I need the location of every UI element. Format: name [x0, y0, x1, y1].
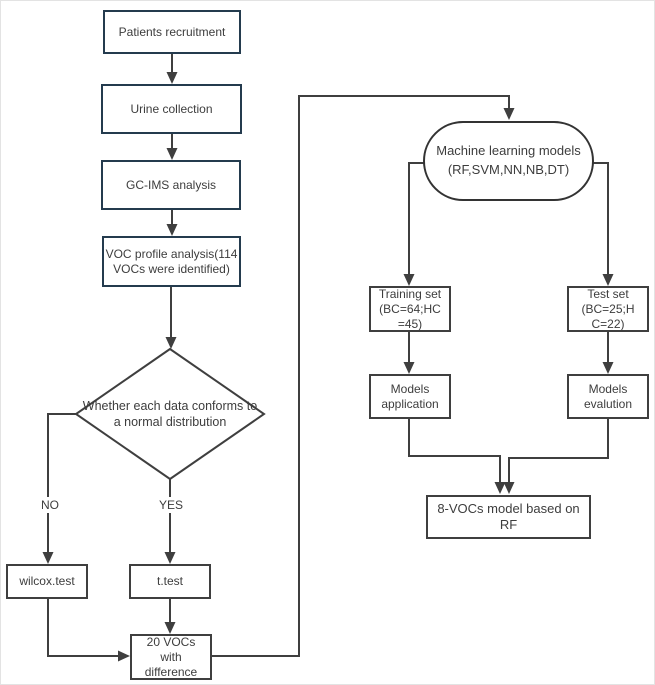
- node-voc-profile-analysis: VOC profile analysis(114 VOCs were ident…: [102, 236, 241, 287]
- edge-mlmodels-training: [408, 162, 425, 276]
- edge-wilcox-voc20: [47, 599, 120, 657]
- node-training-set: Training set (BC=64;HC =45): [369, 286, 451, 332]
- node-decision-label: Whether each data conforms to a normal d…: [82, 399, 258, 429]
- node-wilcox-test: wilcox.test: [6, 564, 88, 599]
- arrowheads: [42, 72, 614, 662]
- node-final-model: 8-VOCs model based on RF: [426, 495, 591, 539]
- edge-evalution-final: [508, 419, 609, 484]
- node-20-vocs-difference: 20 VOCs with difference: [130, 634, 212, 680]
- edge-application-final: [408, 419, 501, 484]
- edge-voc20-mlmodels: [212, 95, 510, 657]
- decision-diamond: [74, 347, 266, 481]
- edge-mlmodels-test: [592, 162, 609, 276]
- node-models-application: Models application: [369, 374, 451, 419]
- node-patients-recruitment: Patients recruitment: [103, 10, 241, 54]
- node-urine-collection: Urine collection: [101, 84, 242, 134]
- node-models-evalution: Models evalution: [567, 374, 649, 419]
- edge-decision-no-wilcox: [47, 413, 76, 554]
- node-t-test: t.test: [129, 564, 211, 599]
- edge-label-yes: YES: [152, 497, 190, 513]
- node-test-set: Test set (BC=25;H C=22): [567, 286, 649, 332]
- node-machine-learning-models: Machine learning models (RF,SVM,NN,NB,DT…: [423, 121, 594, 201]
- node-gcims-analysis: GC-IMS analysis: [101, 160, 241, 210]
- edge-label-no: NO: [34, 497, 66, 513]
